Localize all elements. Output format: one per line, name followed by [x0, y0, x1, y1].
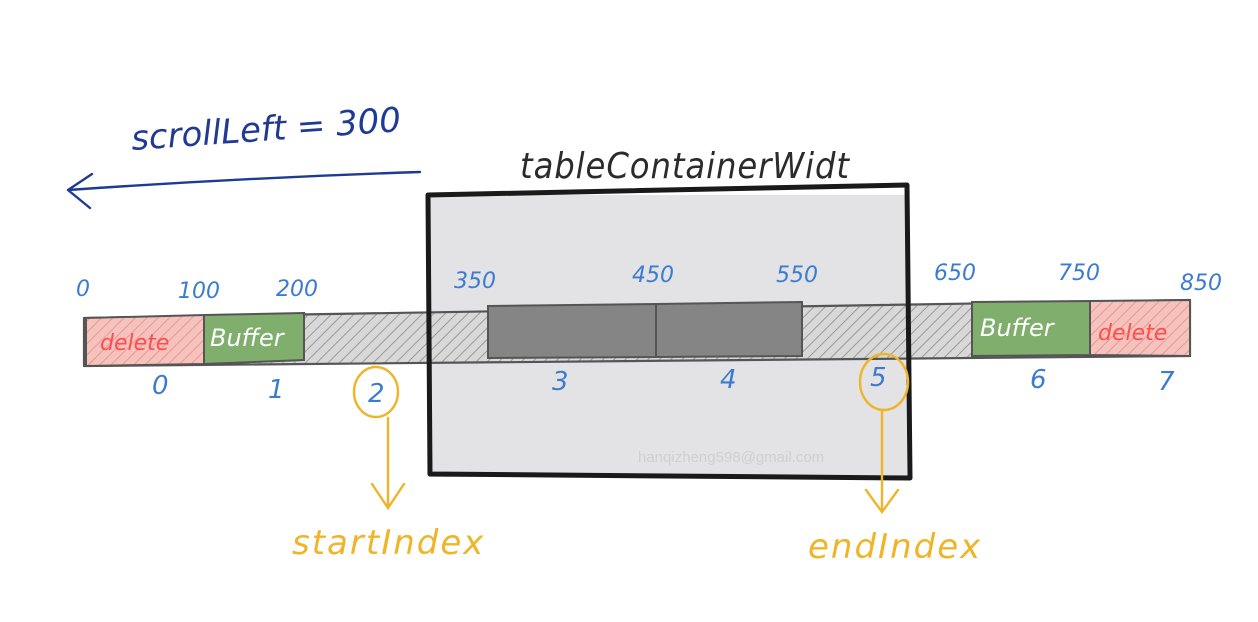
index-label-7: 7	[1158, 367, 1175, 397]
buffer-cell-left-label: Buffer	[210, 324, 286, 352]
tick-label-850: 850	[1180, 271, 1222, 296]
delete-cell-right-label: delete	[1098, 321, 1167, 346]
start-index-arrow	[370, 416, 406, 511]
index-label-5: 5	[870, 363, 887, 393]
start-index-circle	[352, 365, 400, 419]
tick-label-750: 750	[1058, 261, 1100, 286]
buffer-cell-right-label: Buffer	[980, 314, 1056, 342]
index-label-4: 4	[720, 365, 737, 395]
index-label-3: 3	[552, 367, 569, 397]
tick-label-200: 200	[276, 277, 318, 302]
delete-cell-left-label: delete	[100, 331, 169, 356]
end-index-circle	[858, 352, 910, 412]
tick-label-450: 450	[632, 263, 674, 288]
tick-label-100: 100	[178, 279, 220, 304]
index-label-0: 0	[152, 371, 169, 401]
index-label-1: 1	[268, 375, 285, 405]
index-label-6: 6	[1030, 365, 1047, 395]
table-container-border	[425, 182, 913, 481]
watermark-text: hanqizheng598@gmail.com	[638, 449, 824, 466]
scroll-left-label: scrollLeft = 300	[130, 100, 402, 159]
buffer-cell-left	[203, 311, 305, 366]
delete-cell-right	[1089, 298, 1191, 358]
index-label-2: 2	[368, 379, 385, 409]
end-index-label: endIndex	[808, 527, 982, 567]
visible-cell-3	[487, 302, 657, 360]
scroll-direction-arrow	[66, 170, 422, 210]
start-index-label: startIndex	[292, 523, 485, 563]
tick-label-350: 350	[454, 269, 496, 294]
visible-cell-4	[655, 300, 803, 359]
end-index-arrow	[864, 408, 900, 515]
tick-label-0: 0	[76, 277, 90, 302]
table-container-label: tableContainerWidt	[520, 146, 851, 187]
tick-label-550: 550	[776, 263, 818, 288]
tick-label-650: 650	[934, 261, 976, 286]
